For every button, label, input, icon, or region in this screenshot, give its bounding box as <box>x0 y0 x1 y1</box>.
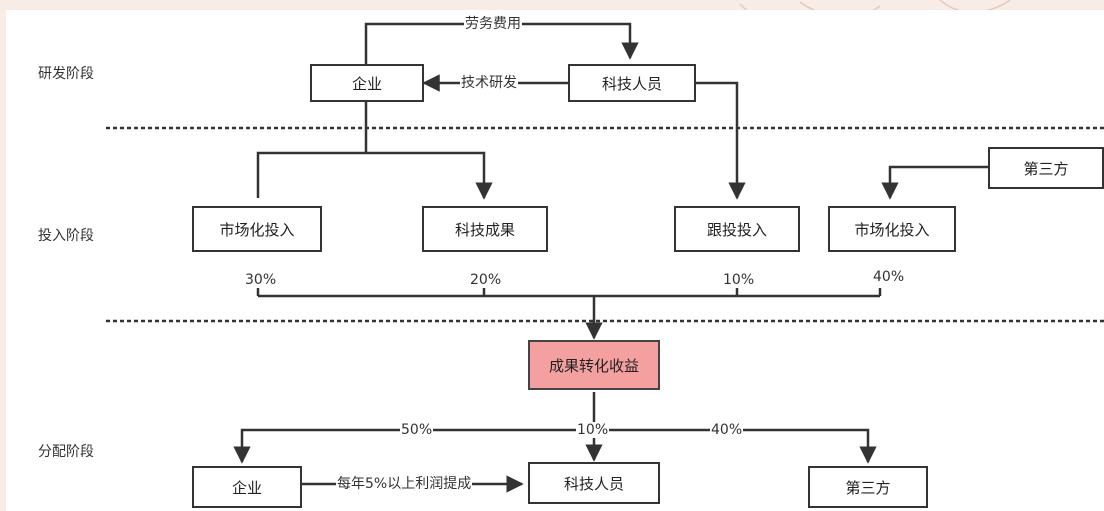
node-tech-staff-bottom: 科技人员 <box>528 462 660 504</box>
share-out-third-party: 40% <box>710 422 744 438</box>
share-input-market-left: 30% <box>245 272 277 288</box>
edge-to-market-left <box>256 151 493 200</box>
share-out-enterprise: 50% <box>400 422 434 438</box>
node-market-invest-left: 市场化投入 <box>192 206 322 252</box>
node-third-party-bottom: 第三方 <box>808 466 928 508</box>
node-enterprise-bottom: 企业 <box>192 466 302 508</box>
flow-connectors <box>106 22 1104 493</box>
label-tech-rd: 技术研发 <box>460 75 518 91</box>
diagram-canvas: 研发阶段 投入阶段 分配阶段 企业 科技人员 第三方 市场化投入 科技成果 跟投… <box>6 10 1104 511</box>
share-input-tech: 20% <box>470 272 502 288</box>
node-market-invest-right: 市场化投入 <box>828 206 956 252</box>
edge-to-enterprise-bottom <box>233 428 594 464</box>
stage-investment: 投入阶段 <box>38 228 94 244</box>
label-labor-fee: 劳务费用 <box>464 16 522 32</box>
edge-to-third-party-bottom <box>594 428 877 464</box>
node-enterprise-top: 企业 <box>310 64 424 102</box>
node-tech-achievement: 科技成果 <box>422 206 548 252</box>
node-conversion-income: 成果转化收益 <box>528 340 660 390</box>
stage-distribution: 分配阶段 <box>38 444 94 460</box>
stage-research: 研发阶段 <box>38 66 94 82</box>
node-third-party-top: 第三方 <box>988 147 1104 189</box>
share-out-tech-staff: 10% <box>576 422 610 438</box>
edge-third-party <box>881 165 988 200</box>
edge-to-follow-invest <box>696 81 746 200</box>
share-input-market-right: 40% <box>873 269 905 285</box>
node-follow-invest: 跟投投入 <box>674 206 800 252</box>
label-profit-share: 每年5%以上利润提成 <box>336 476 473 492</box>
share-input-follow: 10% <box>723 272 755 288</box>
node-tech-staff-top: 科技人员 <box>568 64 696 102</box>
